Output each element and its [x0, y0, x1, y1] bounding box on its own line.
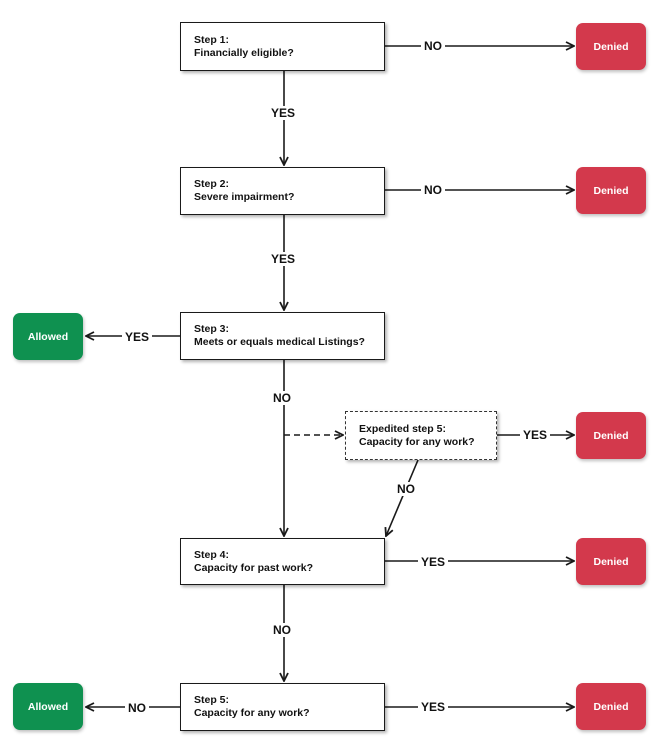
step3-title: Step 3: [194, 323, 230, 335]
label-step3-no: NO [270, 391, 294, 405]
step1-question: Financially eligible? [194, 46, 294, 59]
step4-box: Step 4: Capacity for past work? [180, 538, 385, 585]
outcome-denied-step4: Denied [576, 538, 646, 585]
step2-box: Step 2: Severe impairment? [180, 167, 385, 215]
outcome-denied-expedited: Denied [576, 412, 646, 459]
label-step4-yes: YES [418, 555, 449, 569]
label-step1-yes: YES [268, 106, 299, 120]
step1-title: Step 1: [194, 33, 230, 46]
step5-title: Step 5: [194, 694, 230, 706]
label-step5-no: NO [125, 701, 149, 715]
expedited-step5-box: Expedited step 5: Capacity for any work? [345, 411, 497, 460]
label-step4-no: NO [270, 623, 294, 637]
step5-question: Capacity for any work? [194, 707, 310, 719]
outcome-denied-step5: Denied [576, 683, 646, 730]
outcome-allowed-step5: Allowed [13, 683, 83, 730]
step1-box: Step 1: Financially eligible? [180, 22, 385, 71]
label-step3-yes: YES [122, 330, 153, 344]
label-step2-no: NO [421, 183, 445, 197]
step2-question: Severe impairment? [194, 191, 295, 203]
step5-box: Step 5: Capacity for any work? [180, 683, 385, 731]
step3-question: Meets or equals medical Listings? [194, 336, 365, 348]
step4-question: Capacity for past work? [194, 561, 314, 574]
expedited-question: Capacity for any work? [359, 435, 475, 448]
edge-expedited-step4 [386, 459, 419, 536]
expedited-title: Expedited step 5: [359, 422, 446, 435]
outcome-denied-step2: Denied [576, 167, 646, 214]
step4-title: Step 4: [194, 548, 230, 561]
step2-title: Step 2: [194, 178, 230, 190]
label-step5-yes: YES [418, 700, 449, 714]
label-expedited-no: NO [394, 482, 418, 496]
label-step1-no: NO [421, 39, 445, 53]
label-step2-yes: YES [268, 252, 299, 266]
outcome-denied-step1: Denied [576, 23, 646, 70]
step3-box: Step 3: Meets or equals medical Listings… [180, 312, 385, 360]
outcome-allowed-step3: Allowed [13, 313, 83, 360]
label-expedited-yes: YES [520, 428, 551, 442]
